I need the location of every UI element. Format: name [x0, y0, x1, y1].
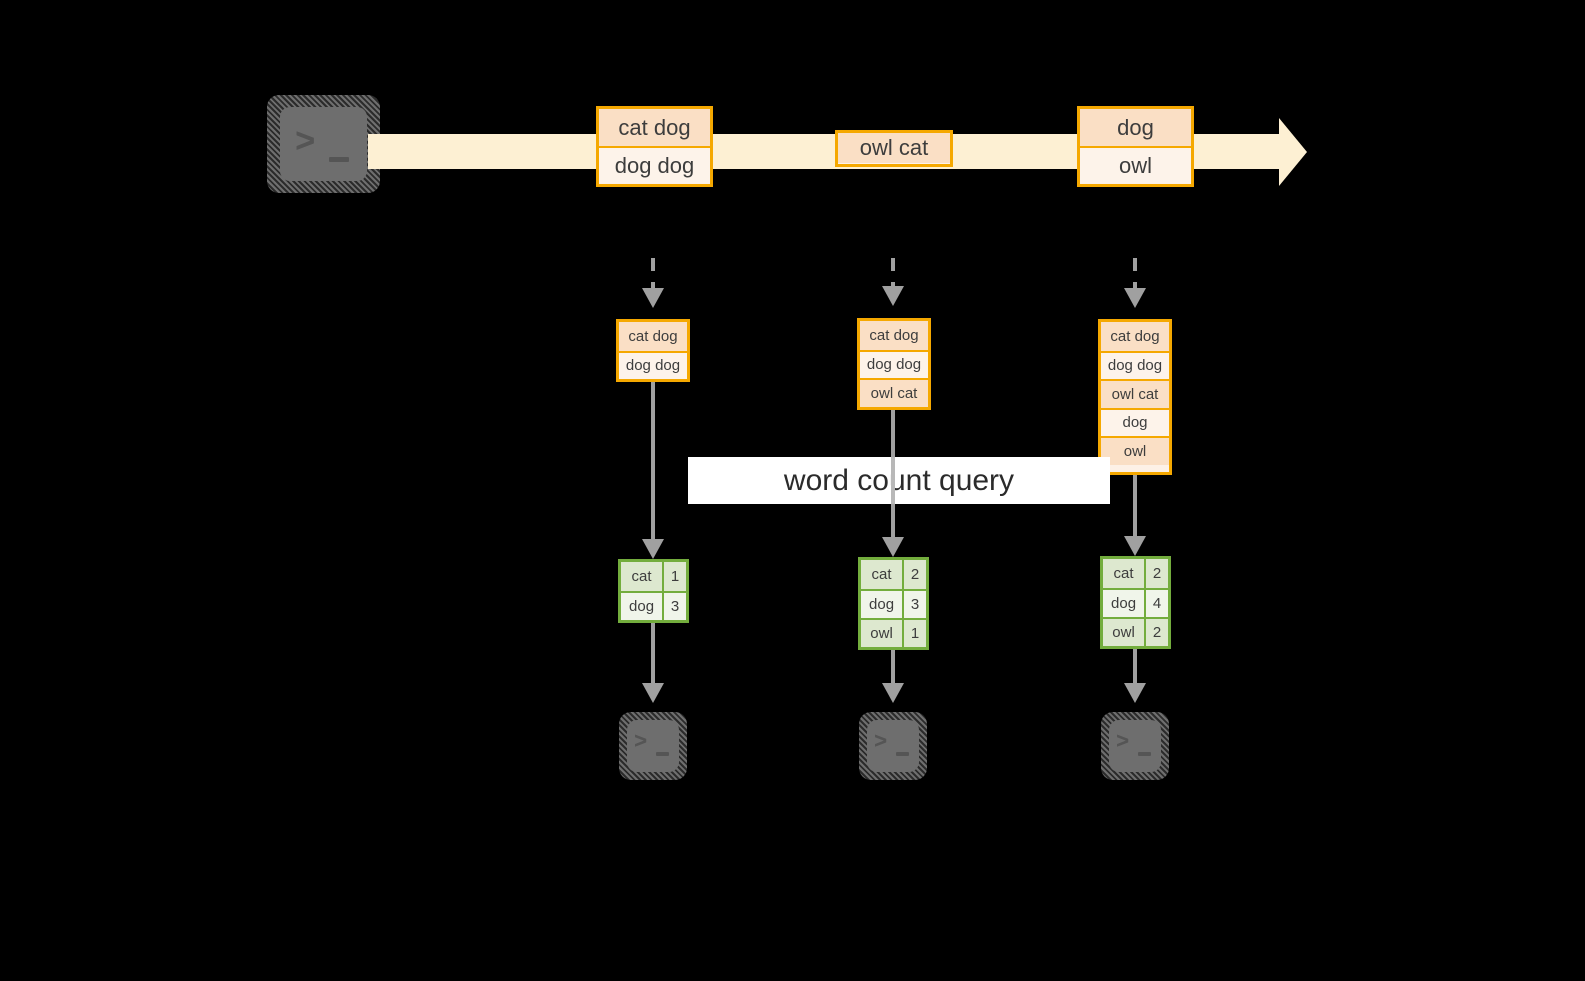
snapshot-1-events-box[interactable]: cat dog dog dog: [616, 319, 690, 382]
snapshot-event: cat dog: [619, 322, 687, 351]
terminal-prompt-glyph: >: [874, 730, 888, 755]
terminal-body: [1109, 720, 1161, 772]
query-label-text: word count query: [783, 463, 1015, 497]
terminal-body: [867, 720, 919, 772]
snapshot-3-to-result-arrowhead: [1124, 536, 1146, 556]
result-word: cat: [1103, 559, 1145, 588]
snapshot-2-to-result-arrowhead: [882, 537, 904, 557]
query-label-band: word count query: [688, 457, 1110, 504]
snapshot-1-result-table[interactable]: cat 1 dog 3: [618, 559, 689, 623]
snapshot-event: owl cat: [860, 378, 928, 407]
result-count: 1: [902, 620, 926, 647]
stream-event: dog dog: [599, 146, 710, 183]
result-word: dog: [1103, 590, 1145, 617]
snapshot-1-to-result-arrowhead: [642, 539, 664, 559]
snapshot-event: owl: [1101, 436, 1169, 465]
result-count: 3: [662, 593, 686, 620]
snapshot-event: dog dog: [619, 350, 687, 379]
stream-event: cat dog: [599, 109, 710, 146]
terminal-cursor-glyph: [329, 157, 349, 162]
terminal-prompt-glyph: >: [295, 125, 316, 163]
snapshot-event: dog dog: [860, 349, 928, 378]
stream-group-1-box[interactable]: cat dog dog dog: [596, 106, 713, 187]
result-count: 2: [902, 560, 926, 589]
result-count: 2: [1144, 559, 1168, 588]
snapshot-event: dog: [1101, 407, 1169, 436]
result-count: 3: [902, 591, 926, 618]
stream-to-snapshot-2-arrowhead: [882, 286, 904, 306]
result-count: 4: [1144, 590, 1168, 617]
result-word: owl: [1103, 619, 1145, 646]
result-word: cat: [861, 560, 903, 589]
terminal-cursor-glyph: [896, 752, 909, 756]
stream-to-snapshot-3-arrowhead: [1124, 288, 1146, 308]
snapshot-3-to-result-line: [1133, 475, 1137, 540]
result-row: cat 1: [621, 562, 686, 591]
snapshot-1-to-result-line: [651, 382, 655, 545]
result-3-to-sink-arrowhead: [1124, 683, 1146, 703]
snapshot-event: cat dog: [1101, 322, 1169, 351]
stream-to-snapshot-2-dashed-line: [891, 258, 895, 288]
snapshot-event: dog dog: [1101, 350, 1169, 379]
terminal-body: [280, 107, 367, 181]
snapshot-2-result-table[interactable]: cat 2 dog 3 owl 1: [858, 557, 929, 650]
result-word: dog: [621, 593, 663, 620]
result-word: owl: [861, 620, 903, 647]
result-row: owl 1: [861, 618, 926, 647]
terminal-prompt-glyph: >: [634, 730, 648, 755]
stream-to-snapshot-1-arrowhead: [642, 288, 664, 308]
sink-terminal-icon-3[interactable]: >: [1101, 712, 1169, 780]
snapshot-event: owl cat: [1101, 379, 1169, 408]
stream-to-snapshot-1-dashed-line: [651, 258, 655, 290]
terminal-body: [627, 720, 679, 772]
result-row: cat 2: [1103, 559, 1168, 588]
terminal-prompt-glyph: >: [1116, 730, 1130, 755]
sink-terminal-icon-2[interactable]: >: [859, 712, 927, 780]
stream-to-snapshot-3-dashed-line: [1133, 258, 1137, 290]
sink-terminal-icon-1[interactable]: >: [619, 712, 687, 780]
snapshot-2-to-result-line-overlay: [891, 457, 895, 504]
terminal-cursor-glyph: [1138, 752, 1151, 756]
stream-group-3-box[interactable]: dog owl: [1077, 106, 1194, 187]
stream-group-2-box[interactable]: owl cat: [835, 130, 953, 167]
result-row: owl 2: [1103, 617, 1168, 646]
stream-arrow-head: [1279, 118, 1307, 186]
snapshot-3-events-box[interactable]: cat dog dog dog owl cat dog owl: [1098, 319, 1172, 475]
result-row: dog 4: [1103, 588, 1168, 617]
result-2-to-sink-arrowhead: [882, 683, 904, 703]
result-word: cat: [621, 562, 663, 591]
result-3-to-sink-line: [1133, 649, 1137, 686]
result-1-to-sink-arrowhead: [642, 683, 664, 703]
stream-event: dog: [1080, 109, 1191, 146]
result-1-to-sink-line: [651, 623, 655, 686]
terminal-cursor-glyph: [656, 752, 669, 756]
result-row: dog 3: [621, 591, 686, 620]
result-word: dog: [861, 591, 903, 618]
snapshot-3-result-table[interactable]: cat 2 dog 4 owl 2: [1100, 556, 1171, 649]
stream-event: owl: [1080, 146, 1191, 183]
result-2-to-sink-line: [891, 650, 895, 686]
result-count: 1: [662, 562, 686, 591]
stream-event: owl cat: [838, 133, 950, 163]
result-row: cat 2: [861, 560, 926, 589]
source-terminal-icon[interactable]: >: [267, 95, 380, 193]
snapshot-event: cat dog: [860, 321, 928, 350]
result-count: 2: [1144, 619, 1168, 646]
result-row: dog 3: [861, 589, 926, 618]
snapshot-2-events-box[interactable]: cat dog dog dog owl cat: [857, 318, 931, 410]
